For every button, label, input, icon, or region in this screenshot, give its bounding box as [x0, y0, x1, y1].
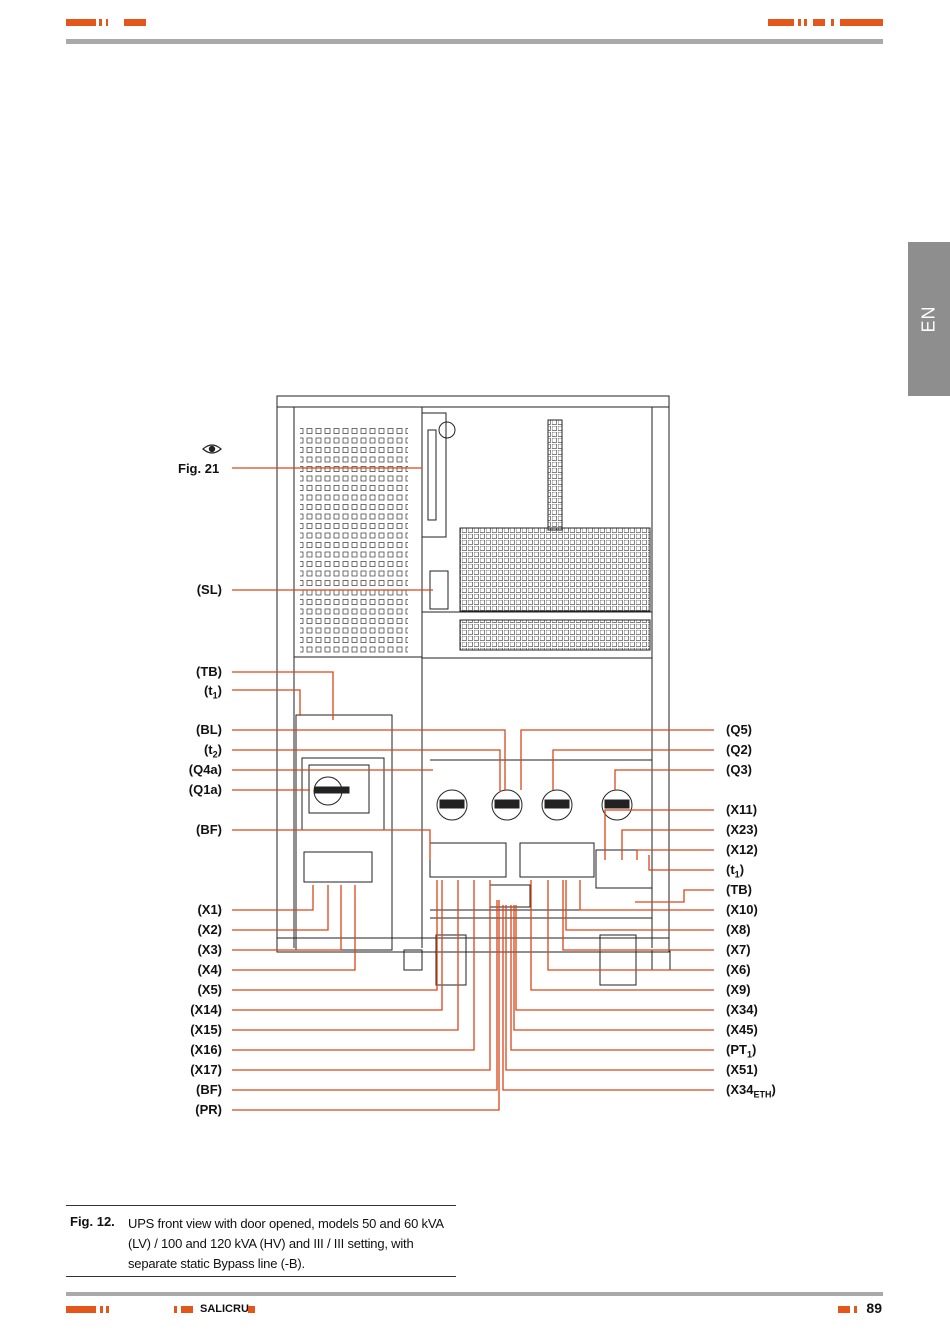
- label-left-x14: (X14): [190, 1002, 222, 1017]
- label-right-x10: (X10): [726, 902, 758, 917]
- label-right-x34eth: (X34ETH): [726, 1082, 776, 1100]
- label-left-t2: (t2): [203, 742, 222, 760]
- footer-accent-6: [248, 1306, 255, 1313]
- label-right-x6: (X6): [726, 962, 751, 977]
- label-right-t1: (t1): [726, 862, 745, 880]
- header-accent-right-6: [840, 19, 883, 26]
- label-right-q5: (Q5): [726, 722, 752, 737]
- label-left-pr: (PR): [195, 1102, 222, 1117]
- label-right-x34: (X34): [726, 1002, 758, 1017]
- label-right-x7: (X7): [726, 942, 751, 957]
- label-left-q4a: (Q4a): [188, 762, 222, 777]
- label-left-x5: (X5): [197, 982, 222, 997]
- footer-accent-2: [100, 1306, 103, 1313]
- fig-21-label: Fig. 21: [178, 461, 220, 476]
- label-right-q2: (Q2): [726, 742, 752, 757]
- label-right-pt1: (PT1): [726, 1042, 757, 1060]
- eye-icon: [202, 444, 222, 454]
- header-accent-right-3: [804, 19, 807, 26]
- header-accent-right-1: [768, 19, 794, 26]
- header-accent-left-2: [99, 19, 102, 26]
- header-accent-right-2: [798, 19, 801, 26]
- label-right-x45: (X45): [726, 1022, 758, 1037]
- label-right-x9: (X9): [726, 982, 751, 997]
- footer-accent-7: [838, 1306, 850, 1313]
- label-left-x17: (X17): [190, 1062, 222, 1077]
- label-right-x8: (X8): [726, 922, 751, 937]
- footer-brand: SALICRU: [200, 1303, 249, 1315]
- figure-caption: Fig. 12. UPS front view with door opened…: [66, 1205, 456, 1277]
- footer-accent-4: [174, 1306, 177, 1313]
- footer-accent-1: [66, 1306, 96, 1313]
- label-left-x16: (X16): [190, 1042, 222, 1057]
- label-left-x15: (X15): [190, 1022, 222, 1037]
- label-left-q1a: (Q1a): [188, 782, 222, 797]
- caption-number: Fig. 12.: [70, 1214, 115, 1229]
- label-right-x11: (X11): [726, 802, 758, 817]
- label-right-x51: (X51): [726, 1062, 758, 1077]
- footer-accent-8: [854, 1306, 857, 1313]
- header-accent-left-1: [66, 19, 96, 26]
- label-left-tb: (TB): [196, 664, 222, 679]
- page-number: 89: [866, 1300, 882, 1316]
- language-tab: EN: [908, 242, 950, 396]
- label-right-q3: (Q3): [726, 762, 752, 777]
- label-left-x4: (X4): [197, 962, 222, 977]
- label-right-tb: (TB): [726, 882, 752, 897]
- footer-rule: [66, 1292, 883, 1296]
- caption-text: UPS front view with door opened, models …: [128, 1216, 444, 1271]
- label-left-x2: (X2): [197, 922, 222, 937]
- label-left-bf: (BF): [196, 822, 222, 837]
- footer-accent-3: [106, 1306, 109, 1313]
- label-left-t1: (t1): [203, 683, 222, 701]
- header-rule: [66, 39, 883, 44]
- label-left-bl: (BL): [196, 722, 222, 737]
- label-right-x12: (X12): [726, 842, 758, 857]
- label-left-bf-2: (BF): [196, 1082, 222, 1097]
- label-left-x3: (X3): [197, 942, 222, 957]
- header-accent-left-3: [106, 19, 108, 26]
- label-right-x23: (X23): [726, 822, 758, 837]
- label-left-sl: (SL): [196, 582, 222, 597]
- label-left-x1: (X1): [197, 902, 222, 917]
- header-accent-right-4: [813, 19, 825, 26]
- header-accent-left-4: [124, 19, 146, 26]
- header-accent-right-5: [831, 19, 834, 26]
- footer-accent-5: [181, 1306, 193, 1313]
